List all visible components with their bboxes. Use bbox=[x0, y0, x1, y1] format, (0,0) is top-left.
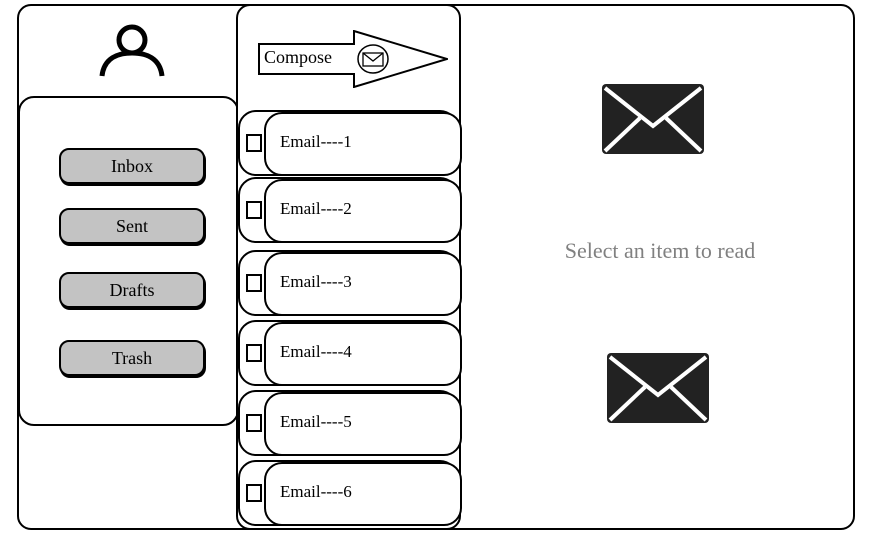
email-checkbox[interactable] bbox=[246, 344, 262, 362]
nav-inbox-label: Inbox bbox=[111, 155, 153, 176]
email-row[interactable]: Email----3 bbox=[238, 250, 463, 318]
compose-button[interactable] bbox=[258, 30, 448, 88]
user-icon bbox=[99, 24, 165, 77]
email-row[interactable]: Email----5 bbox=[238, 390, 463, 458]
email-checkbox[interactable] bbox=[246, 201, 262, 219]
nav-trash-button[interactable]: Trash bbox=[59, 340, 205, 376]
email-subject: Email----3 bbox=[280, 272, 352, 291]
compose-label: Compose bbox=[264, 47, 333, 67]
email-subject: Email----4 bbox=[280, 342, 352, 361]
email-checkbox[interactable] bbox=[246, 484, 262, 502]
folder-nav-panel bbox=[18, 96, 239, 426]
email-subject: Email----1 bbox=[280, 132, 352, 151]
email-checkbox[interactable] bbox=[246, 134, 262, 152]
nav-sent-label: Sent bbox=[115, 215, 148, 236]
nav-sent-button[interactable]: Sent bbox=[59, 208, 205, 244]
nav-drafts-button[interactable]: Drafts bbox=[59, 272, 205, 308]
envelope-icon bbox=[602, 84, 704, 154]
envelope-icon bbox=[607, 353, 709, 423]
nav-trash-label: Trash bbox=[111, 347, 153, 368]
email-row[interactable]: Email----2 bbox=[238, 177, 463, 245]
email-row[interactable]: Email----1 bbox=[238, 110, 463, 178]
email-checkbox[interactable] bbox=[246, 414, 262, 432]
email-subject: Email----5 bbox=[280, 412, 352, 431]
nav-drafts-label: Drafts bbox=[109, 279, 155, 300]
email-row[interactable]: Email----4 bbox=[238, 320, 463, 388]
nav-inbox-button[interactable]: Inbox bbox=[59, 148, 205, 184]
reading-pane-placeholder: Select an item to read bbox=[564, 238, 756, 263]
email-subject: Email----6 bbox=[280, 482, 352, 501]
email-subject: Email----2 bbox=[280, 199, 352, 218]
email-checkbox[interactable] bbox=[246, 274, 262, 292]
email-row[interactable]: Email----6 bbox=[238, 460, 463, 528]
envelope-icon bbox=[357, 44, 389, 74]
